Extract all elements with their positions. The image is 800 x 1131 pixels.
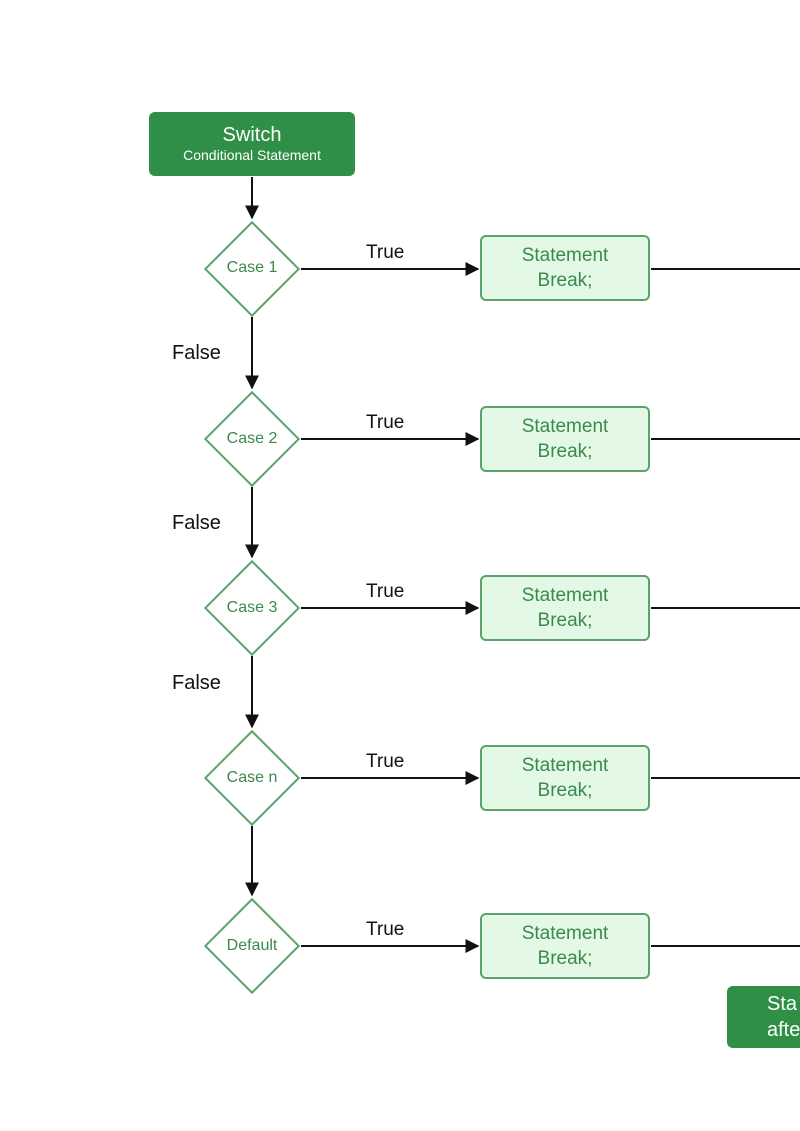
false-label-1: False: [172, 342, 221, 364]
statement-text: Statement: [521, 416, 609, 437]
statement-text: Statement: [521, 755, 609, 776]
statement-box-case-2: Statement Break;: [480, 406, 650, 472]
end-line-1: Sta: [767, 993, 798, 1015]
statement-box-case-n: Statement Break;: [480, 745, 650, 811]
statement-text: Statement: [521, 245, 609, 266]
end-line-2: afte: [767, 1019, 800, 1041]
statement-box-default: Statement Break;: [480, 913, 650, 979]
break-text: Break;: [537, 270, 593, 291]
statement-after-switch-box: Sta afte: [727, 986, 800, 1048]
default-true-label: True: [366, 919, 405, 940]
statement-text: Statement: [521, 585, 609, 606]
statement-box-case-1: Statement Break;: [480, 235, 650, 301]
default-label: Default: [226, 937, 278, 954]
break-text: Break;: [537, 441, 593, 462]
case-1-label: Case 1: [226, 259, 278, 276]
statement-box-case-3: Statement Break;: [480, 575, 650, 641]
case-2-label: Case 2: [226, 430, 278, 447]
case-2-true-label: True: [366, 412, 405, 433]
switch-start-box: Switch Conditional Statement: [149, 112, 355, 176]
case-3-label: Case 3: [226, 599, 278, 616]
false-label-2: False: [172, 512, 221, 534]
break-text: Break;: [537, 780, 593, 801]
start-title: Switch: [222, 124, 282, 146]
case-1-true-label: True: [366, 242, 405, 263]
start-subtitle: Conditional Statement: [183, 147, 321, 163]
case-n-true-label: True: [366, 751, 405, 772]
break-text: Break;: [537, 610, 593, 631]
statement-text: Statement: [521, 923, 609, 944]
break-text: Break;: [537, 948, 593, 969]
case-n-label: Case n: [226, 769, 278, 786]
false-label-3: False: [172, 672, 221, 694]
case-3-true-label: True: [366, 581, 405, 602]
